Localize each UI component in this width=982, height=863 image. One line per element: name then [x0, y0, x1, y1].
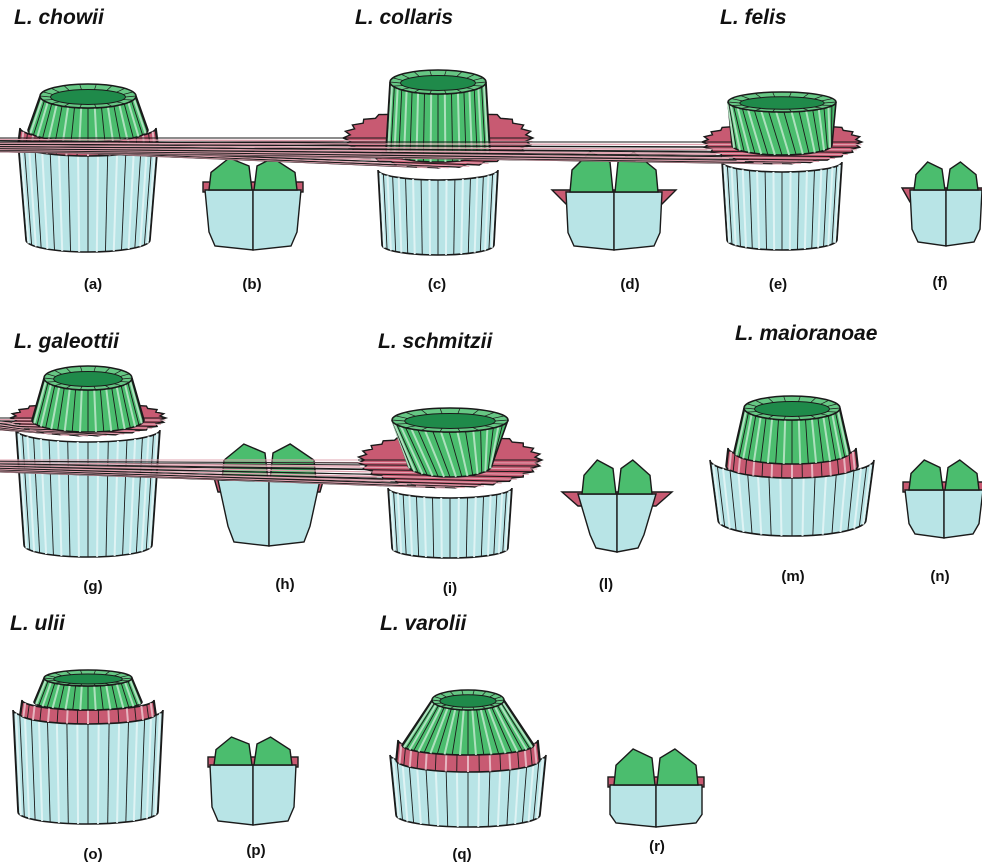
corona-o	[13, 670, 163, 824]
dissected-b	[203, 158, 303, 250]
corona-q	[390, 690, 546, 827]
dissected-d	[552, 152, 676, 250]
dissected-n	[903, 460, 982, 538]
dissected-p	[208, 737, 298, 825]
dissected-f	[902, 162, 982, 246]
corona-a	[18, 84, 158, 252]
dissected-l	[562, 460, 672, 552]
dissected-r	[608, 749, 704, 827]
dissected-h	[214, 444, 324, 546]
corona-m	[710, 396, 874, 536]
